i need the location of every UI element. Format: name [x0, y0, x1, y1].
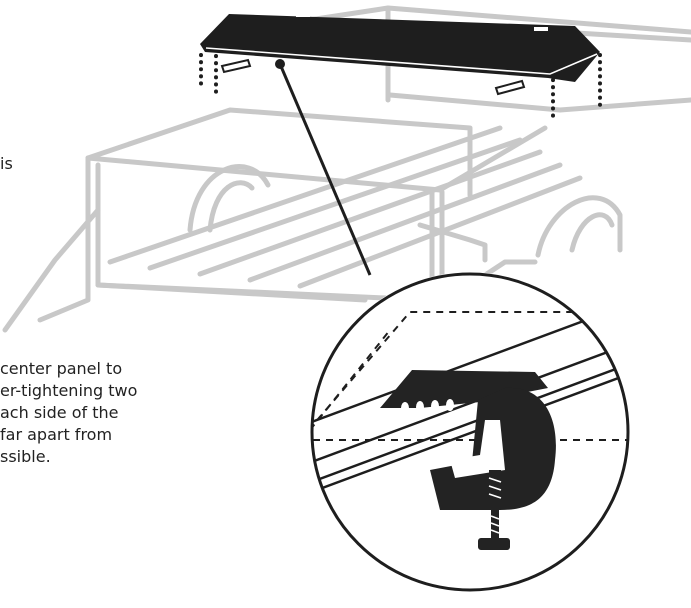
dashed-guides — [312, 311, 628, 441]
instruction-line: far apart from — [0, 425, 113, 444]
instruction-line: ach side of the — [0, 403, 119, 422]
instruction-line: center panel to — [0, 359, 123, 378]
magnifier-detail — [310, 272, 630, 592]
instruction-line: er-tightening two — [0, 381, 138, 400]
text-fragment-is: is — [0, 154, 13, 173]
leader-line — [278, 63, 372, 276]
instruction-text: center panel to er-tightening two ach si… — [0, 358, 137, 468]
c-clamp — [380, 370, 556, 550]
alignment-dots — [199, 53, 602, 120]
instruction-line: ssible. — [0, 447, 51, 466]
center-panel — [200, 13, 600, 96]
truck-bed-outline — [2, 5, 691, 333]
